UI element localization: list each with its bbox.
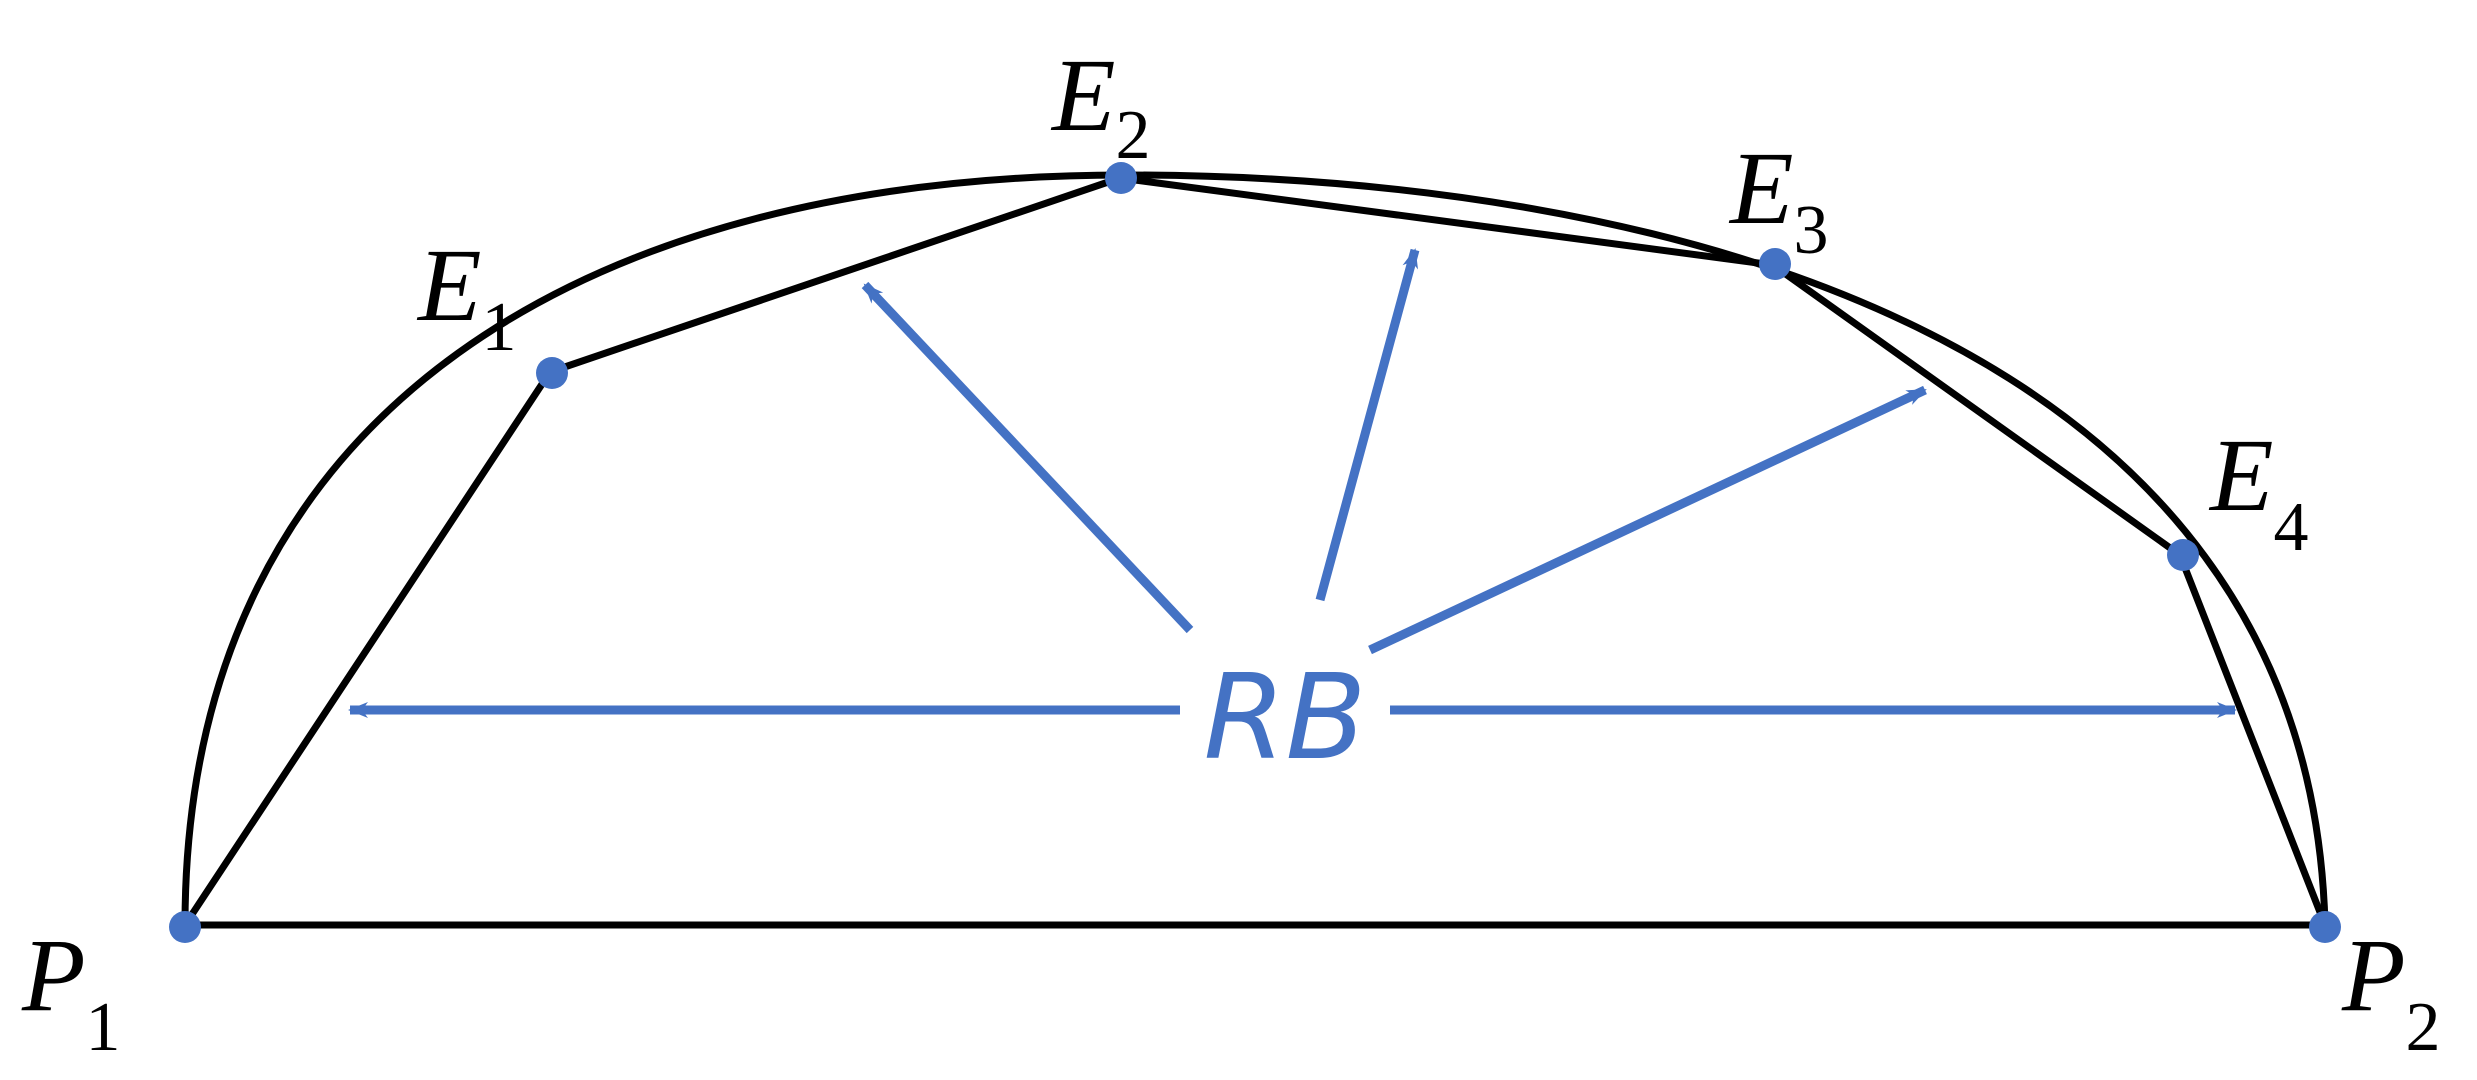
- label-e4: E4: [2208, 418, 2309, 566]
- point-e2-dot: [1105, 162, 1137, 194]
- label-e3: E3: [1728, 131, 1829, 269]
- arrow-upper-right: [1368, 385, 1927, 655]
- label-p2: P2: [2341, 918, 2441, 1066]
- label-e1: E1: [416, 228, 517, 366]
- point-p2-dot: [2309, 911, 2341, 943]
- arrow-upper-left: [861, 281, 1194, 634]
- arrow-up: [1315, 248, 1420, 602]
- rb-label: RB: [1204, 648, 1367, 786]
- label-e2: E2: [1050, 38, 1151, 174]
- point-e1-dot: [536, 357, 568, 389]
- inscribed-polyline: [182, 174, 2329, 927]
- points-group: [169, 162, 2341, 943]
- point-p1-dot: [169, 911, 201, 943]
- outer-arc: [181, 171, 2329, 926]
- point-e4-dot: [2167, 539, 2199, 571]
- label-p1: P1: [21, 918, 121, 1066]
- point-e3-dot: [1759, 248, 1791, 280]
- rb-arrows: [348, 248, 2237, 718]
